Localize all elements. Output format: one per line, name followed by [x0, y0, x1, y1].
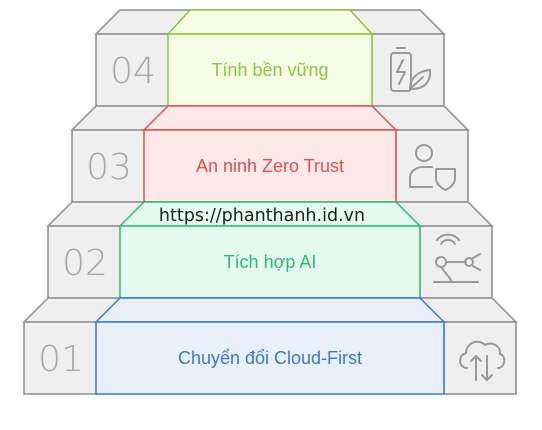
step-01: 01 Chuyển đổi Cloud-First	[22, 297, 518, 395]
step-03: 03 An ninh Zero Trust	[70, 105, 470, 203]
step-04-color-top	[166, 9, 374, 35]
step-04: 04 Tính bền vững	[94, 9, 446, 107]
watermark-url: https://phanthanh.id.vn	[159, 206, 365, 226]
step-03-label: An ninh Zero Trust	[196, 156, 344, 176]
step-02-color-panel	[119, 225, 421, 299]
step-01-front-right	[443, 321, 517, 395]
step-02-front-left	[47, 225, 123, 299]
robot-arm-icon	[433, 233, 481, 283]
step-01-front-left	[23, 321, 99, 395]
step-01-color-panel	[95, 321, 445, 395]
step-02: 02 Tích hợp AI	[46, 201, 494, 299]
user-shield-icon	[409, 144, 456, 191]
step-02-number: 02	[62, 243, 108, 284]
step-02-label: Tích hợp AI	[224, 252, 317, 272]
step-04-number: 04	[110, 51, 156, 92]
step-03-number: 03	[86, 147, 132, 188]
step-03-color-top	[142, 105, 398, 131]
step-04-label: Tính bền vững	[211, 60, 328, 80]
cloud-sync-icon	[459, 340, 506, 381]
step-01-color-top	[94, 297, 446, 323]
step-04-front-right	[371, 33, 445, 107]
battery-leaf-icon	[390, 47, 432, 92]
step-01-number: 01	[38, 339, 84, 380]
step-03-color-panel	[143, 129, 397, 203]
step-01-label: Chuyển đổi Cloud-First	[178, 348, 362, 368]
